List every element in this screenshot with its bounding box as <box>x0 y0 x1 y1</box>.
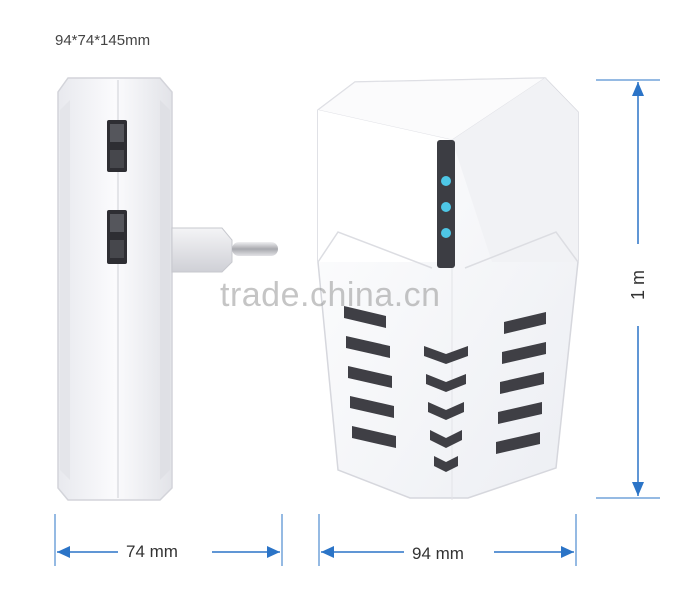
center-grille <box>424 346 468 472</box>
side-width-label: 74 mm <box>122 542 182 562</box>
dimension-arrow-icon <box>561 546 574 558</box>
dimension-arrow-icon <box>321 546 334 558</box>
rocker-switch-icon <box>107 210 127 264</box>
side-view <box>57 77 278 501</box>
front-width-label: 94 mm <box>408 544 468 564</box>
dimension-arrow-icon <box>632 82 644 96</box>
dimension-lines <box>54 79 660 566</box>
dimensions-label: 94*74*145mm <box>55 32 151 49</box>
dimension-arrow-icon <box>632 482 644 496</box>
dimension-arrow-icon <box>57 546 70 558</box>
right-grille <box>496 312 546 454</box>
height-label: 1 m <box>628 270 648 301</box>
power-plug-icon <box>171 227 278 273</box>
rocker-switch-icon <box>107 120 127 172</box>
front-view <box>316 77 579 500</box>
left-grille <box>344 306 396 448</box>
watermark: trade.china.cn <box>220 276 441 314</box>
dimension-arrow-icon <box>267 546 280 558</box>
led-indicator-icon <box>437 140 455 268</box>
